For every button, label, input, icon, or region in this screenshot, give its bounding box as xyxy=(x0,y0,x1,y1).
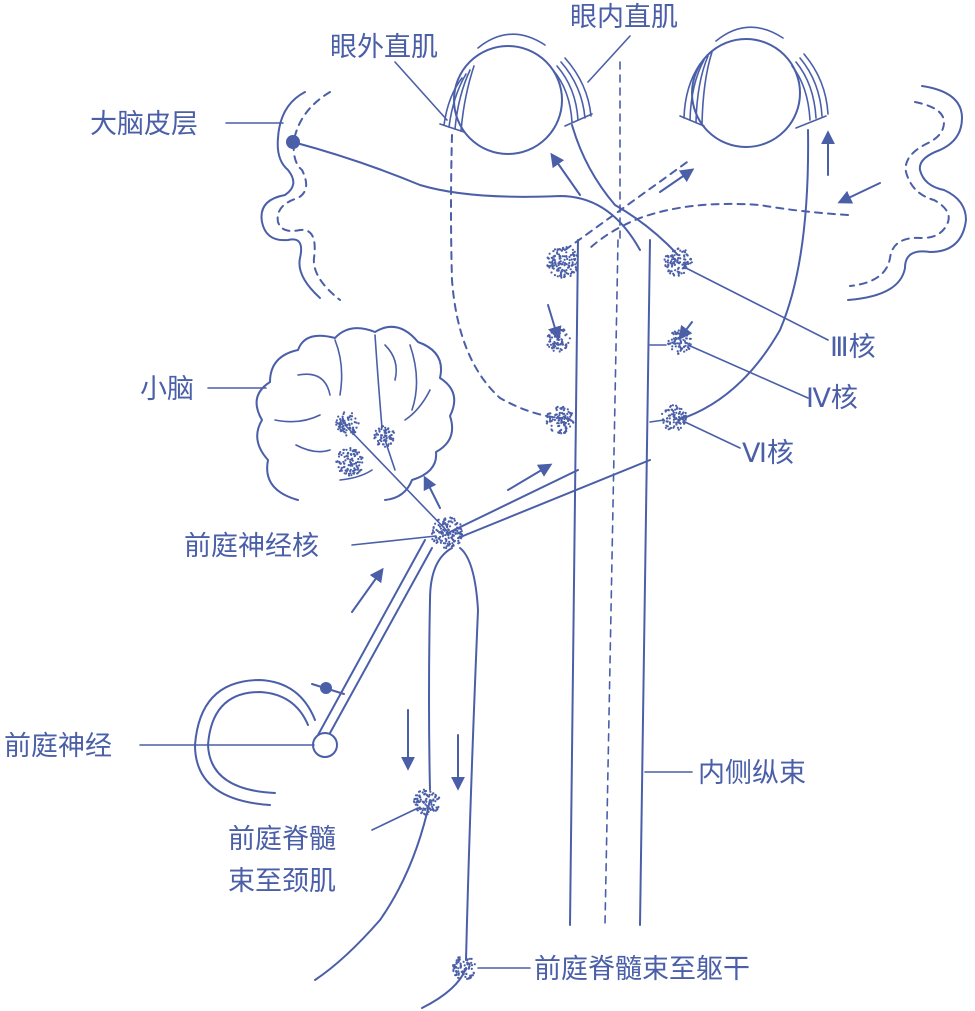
nuclei-stipple xyxy=(335,246,693,980)
vestibular-nucleus xyxy=(431,517,464,550)
cerebellar-nucleus-3 xyxy=(335,447,363,477)
label-vestibular-nerve: 前庭神经 xyxy=(4,731,112,762)
label-mlf: 内侧纵束 xyxy=(698,758,806,789)
nucleus-IV-right xyxy=(667,329,692,355)
right-cortex xyxy=(848,86,966,300)
vestibular-labyrinth xyxy=(195,540,432,805)
label-vestibulospinal-neck-1: 前庭脊髓 xyxy=(228,824,336,855)
label-vestibulospinal-neck-2: 束至颈肌 xyxy=(228,866,336,897)
label-nucleus-VI: Ⅵ核 xyxy=(742,438,794,469)
nucleus-VI-left xyxy=(546,406,575,435)
label-cerebral-cortex: 大脑皮层 xyxy=(90,109,198,140)
mlf-right xyxy=(640,240,650,925)
label-lateral-rectus: 眼外直肌 xyxy=(330,32,438,63)
nucleus-IV-left xyxy=(547,328,571,353)
label-cerebellum: 小脑 xyxy=(140,374,194,405)
midline xyxy=(605,62,620,925)
label-nucleus-IV: Ⅳ核 xyxy=(806,383,858,414)
cerebellar-nucleus-2 xyxy=(373,425,395,448)
cerebellum xyxy=(257,327,455,532)
label-medial-rectus: 眼内直肌 xyxy=(570,2,678,33)
label-nucleus-III: Ⅲ核 xyxy=(830,332,876,363)
trunk-motor-nucleus xyxy=(452,956,476,980)
cerebellar-nucleus-1 xyxy=(335,411,360,436)
nucleus-III-right xyxy=(664,247,693,276)
nucleus-III-left xyxy=(546,246,578,279)
label-vestibulospinal-trunk: 前庭脊髓束至躯干 xyxy=(534,954,750,985)
arrows xyxy=(352,133,880,788)
mlf-left xyxy=(570,240,578,925)
left-eye xyxy=(440,34,592,154)
right-eye xyxy=(680,27,828,147)
label-vestibular-nuclei: 前庭神经核 xyxy=(184,531,319,562)
